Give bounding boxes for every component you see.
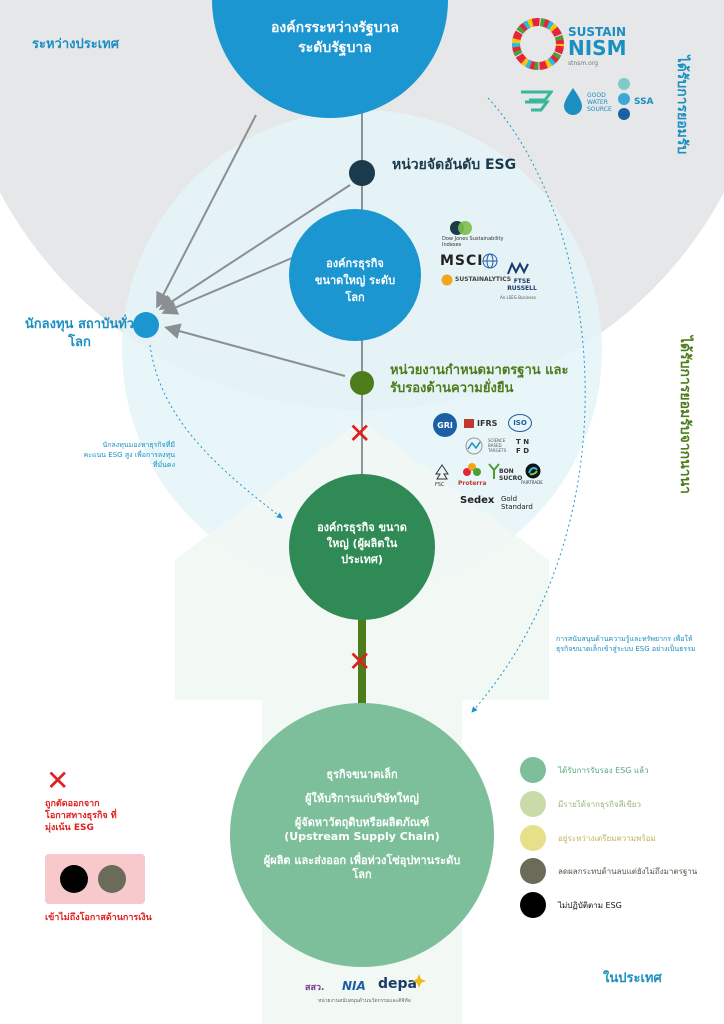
fsc-logo: FSC bbox=[435, 482, 445, 488]
side-label-mid: ได้รับการยอมรับจากนานา bbox=[677, 335, 693, 495]
legend-text: มีรายได้จากธุรกิจสีเขียว bbox=[558, 799, 641, 809]
legend-dot bbox=[520, 825, 546, 851]
legend-item: ไม่ปฏิบัติตาม ESG bbox=[520, 892, 622, 918]
esg-rating-label: หน่วยจัดอันดับ ESG bbox=[392, 157, 517, 173]
proterra-icon bbox=[463, 463, 481, 476]
ftse-sub: An LSEG Business bbox=[500, 295, 536, 300]
goodwater-logo: GOOD WATER SOURCE bbox=[587, 92, 612, 113]
investors-dot bbox=[133, 312, 159, 338]
standards-dot bbox=[350, 371, 374, 395]
gov-org-circle bbox=[212, 0, 448, 118]
sbt-logo: SCIENCE BASED TARGETS bbox=[488, 438, 507, 453]
international-label: ระหว่างประเทศ bbox=[32, 37, 119, 52]
goldstandard-logo: Gold Standard bbox=[501, 495, 533, 511]
dotted-support-arrow bbox=[471, 97, 586, 713]
fairtrade-icon bbox=[525, 463, 541, 479]
depa-logo: depa bbox=[378, 976, 417, 992]
sustainnism-url: stnsm.org bbox=[568, 60, 598, 67]
leaf-logo-icon bbox=[521, 90, 553, 112]
finance-black-dot bbox=[60, 865, 88, 893]
domestic-label: ในประเทศ bbox=[603, 971, 662, 986]
sustainalytics-icon bbox=[441, 274, 453, 286]
legend-dot bbox=[520, 757, 546, 783]
water-drop-icon bbox=[564, 88, 582, 115]
arrow-esg-investors bbox=[158, 184, 351, 311]
msci-logo: MSCI bbox=[440, 253, 484, 269]
nia-logo: NIA bbox=[342, 979, 366, 993]
legend-text: อยู่ระหว่างเตรียมความพร้อม bbox=[558, 833, 656, 843]
sustainnism-bottom: NISM bbox=[568, 36, 627, 60]
sedex-logo: Sedex bbox=[460, 495, 495, 506]
global-company-circle bbox=[289, 209, 421, 341]
legend-item: อยู่ระหว่างเตรียมความพร้อม bbox=[520, 825, 656, 851]
arrow-gov-investors bbox=[156, 114, 257, 309]
side-label-top: ได้รับการยอมรับ bbox=[674, 55, 690, 155]
legend-item: มีรายได้จากธุรกิจสีเขียว bbox=[520, 791, 641, 817]
ssa-dots-icon bbox=[618, 78, 630, 120]
x-mark-icon: ✕ bbox=[348, 645, 372, 678]
sustainalytics-logo: SUSTAINALYTICS bbox=[455, 276, 512, 283]
sustainnism-logo: SUSTAIN NISM stnsm.org bbox=[568, 24, 627, 72]
fsc-tree-icon bbox=[435, 464, 449, 480]
proterra-logo: Proterra bbox=[458, 480, 487, 487]
local-company-circle bbox=[289, 474, 435, 620]
globe-icon bbox=[482, 253, 498, 269]
x-mark-icon: ✕ bbox=[46, 764, 70, 797]
ifrs-logo: IFRS bbox=[464, 419, 497, 428]
sustainnism-top: SUSTAIN bbox=[568, 25, 627, 39]
bonsucro-logo: BON SUCRO bbox=[499, 468, 523, 482]
fairtrade-logo: FAIRTRADE bbox=[521, 480, 543, 485]
small-business-item: ผู้ให้บริการแก่บริษัทใหญ่ bbox=[305, 792, 419, 805]
ftse-icon bbox=[507, 262, 529, 275]
small-business-item: ผู้ผลิต และส่งออก เพื่อห่วงโซ่อุปทานระดั… bbox=[263, 854, 461, 881]
legend-dot bbox=[520, 858, 546, 884]
small-business-list: ธุรกิจขนาดเล็ก ผู้ให้บริการแก่บริษัทใหญ่… bbox=[262, 768, 462, 882]
global-company-label: องค์กรธุรกิจ ขนาดใหญ่ ระดับโลก bbox=[314, 257, 396, 304]
ftse-logo: FTSE RUSSELL bbox=[507, 278, 537, 292]
gri-logo: GRI bbox=[433, 413, 457, 437]
ssa-logo: SSA bbox=[634, 97, 654, 107]
standards-label: หน่วยงานกำหนดมาตรฐาน และรับรองด้านความยั… bbox=[390, 363, 569, 396]
depa-spark-icon bbox=[412, 974, 426, 988]
investor-note: นักลงทุนมองหาธุรกิจที่มี คะแนน ESG สูง เ… bbox=[83, 441, 175, 469]
legend-dot bbox=[520, 791, 546, 817]
sbt-icon bbox=[465, 437, 483, 455]
legend-item: ลดผลกระทบด้านลบแต่ยังไม่ถึงมาตรฐาน bbox=[520, 858, 697, 884]
small-business-item: ผู้จัดหาวัตถุดิบหรือผลิตภัณฑ์ (Upstream … bbox=[284, 816, 440, 843]
esg-rating-dot bbox=[349, 160, 375, 186]
dowjones-logo: Dow Jones Sustainability Indexes bbox=[442, 236, 504, 248]
iso-logo: ISO bbox=[508, 414, 532, 432]
finance-gray-dot bbox=[98, 865, 126, 893]
tnfd-logo: T N F D bbox=[516, 438, 530, 455]
local-company-label: องค์กรธุรกิจ ขนาดใหญ่ (ผู้ผลิตในประเทศ) bbox=[317, 521, 407, 566]
dowjones-icon bbox=[450, 221, 472, 235]
gov-org-label: องค์กรระหว่างรัฐบาล ระดับรัฐบาล bbox=[270, 20, 399, 56]
arrow-standards-investors bbox=[164, 323, 346, 377]
investors-label: นักลงทุน สถาบันทั่วโลก bbox=[24, 317, 135, 350]
legend-text: ลดผลกระทบด้านลบแต่ยังไม่ถึงมาตรฐาน bbox=[558, 866, 698, 876]
legend-dot bbox=[520, 892, 546, 918]
thaisme-logo: สสว. bbox=[305, 983, 325, 993]
legend-text: ไม่ปฏิบัติตาม ESG bbox=[558, 900, 622, 910]
sdg-wheel-logo bbox=[512, 18, 564, 70]
x-caption: ถูกตัดออกจาก โอกาสทางธุรกิจ ที่มุ่งเน้น … bbox=[45, 799, 117, 833]
legend-item: ได้รับการรับรอง ESG แล้ว bbox=[520, 757, 649, 783]
arrow-global-investors bbox=[161, 257, 293, 315]
x-mark-icon: ✕ bbox=[348, 417, 372, 450]
small-business-circle bbox=[230, 703, 494, 967]
small-business-item: ธุรกิจขนาดเล็ก bbox=[326, 768, 398, 781]
finance-caption: เข้าไม่ถึงโอกาสด้านการเงิน bbox=[45, 913, 152, 923]
footer-note: หน่วยงานสนับสนุนด้านนวัตกรรมและดิจิทัล bbox=[318, 998, 411, 1004]
bonsucro-icon bbox=[488, 463, 500, 479]
legend-text: ได้รับการรับรอง ESG แล้ว bbox=[558, 765, 649, 775]
support-note: การสนับสนุนด้านความรู้และทรัพยากร เพื่อใ… bbox=[556, 635, 696, 653]
